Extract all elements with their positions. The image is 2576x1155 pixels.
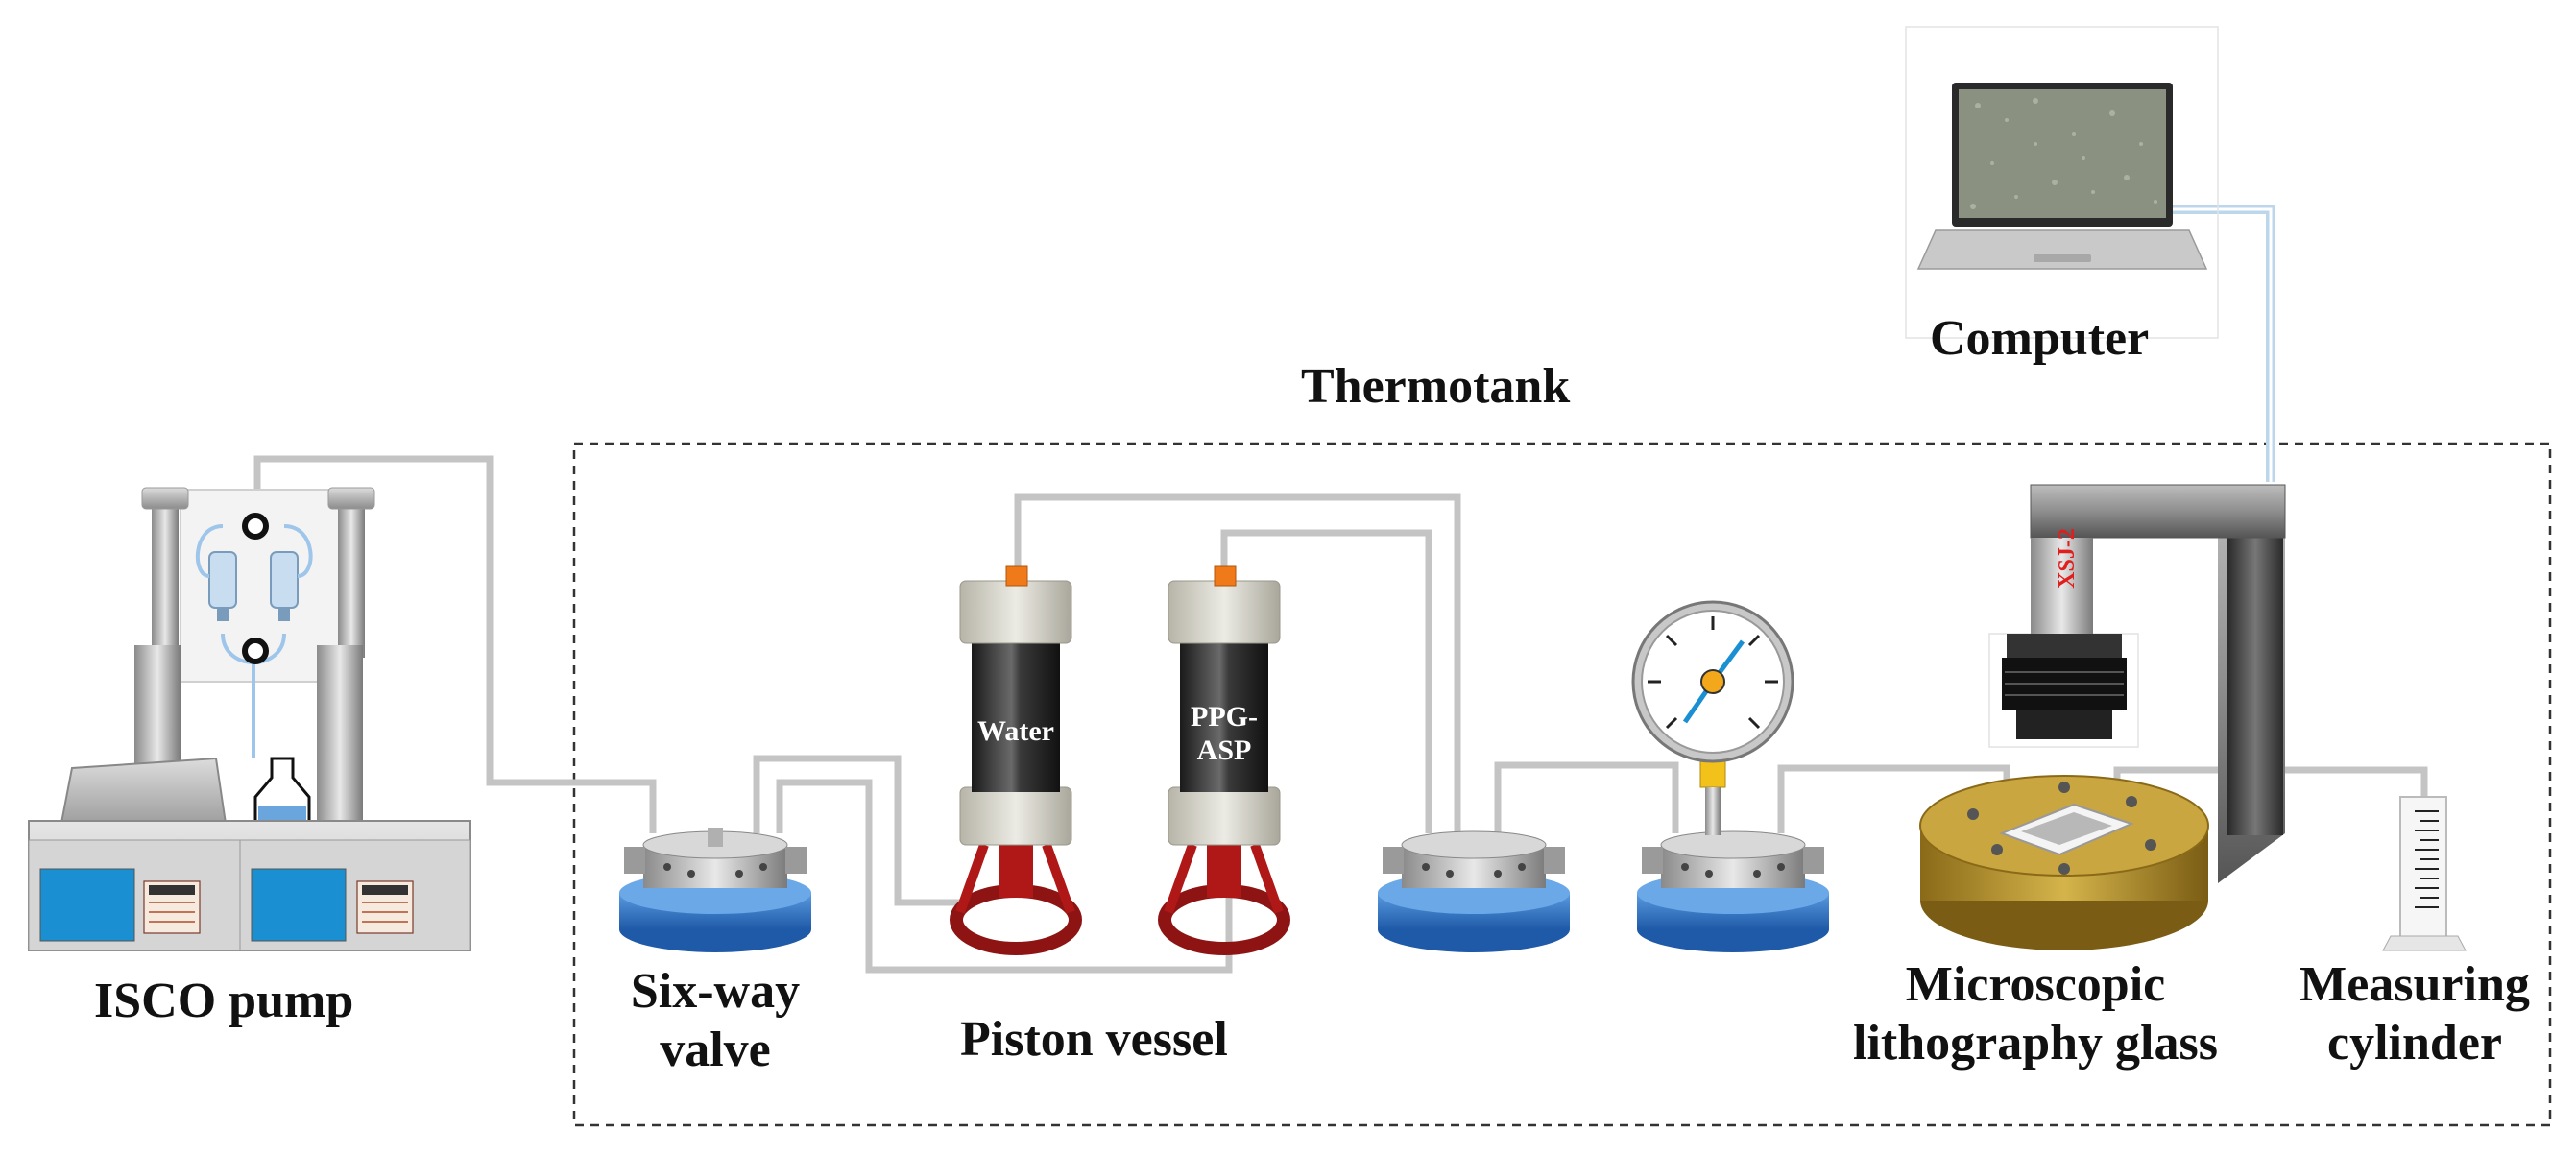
ppg-label-line2: ASP bbox=[1196, 734, 1252, 766]
microscope-model-label: XSJ-2 bbox=[2054, 528, 2080, 589]
ppg-label-line1: PPG- bbox=[1191, 701, 1258, 733]
laptop-icon bbox=[1905, 26, 2219, 339]
pump-icon bbox=[28, 487, 471, 951]
thermotank-label: Thermotank bbox=[1301, 359, 1571, 414]
pipes bbox=[253, 455, 2428, 974]
piston-vessel-label: Piston vessel bbox=[960, 1012, 1228, 1067]
cylinder-icon bbox=[950, 565, 1290, 955]
microscopic-label-line2: lithography glass bbox=[1853, 1016, 2218, 1071]
valve-icon bbox=[1637, 830, 1829, 952]
valve-icon bbox=[619, 828, 811, 952]
six-way-valve-label-line2: valve bbox=[660, 1023, 771, 1078]
ppg-asp-vessel-label: PPG- ASP bbox=[1180, 701, 1268, 767]
gauge-icon bbox=[1631, 600, 1794, 835]
microscopic-label-line1: Microscopic bbox=[1905, 957, 2166, 1012]
measuring-label-line2: cylinder bbox=[2327, 1016, 2502, 1071]
isco-pump-label: ISCO pump bbox=[94, 974, 354, 1028]
microscopic-glass-label: Microscopic lithography glass bbox=[1819, 955, 2251, 1073]
computer-label: Computer bbox=[1930, 311, 2150, 366]
thermotank-boundary bbox=[572, 442, 2552, 1127]
six-way-valve-label: Six-way valve bbox=[614, 962, 816, 1080]
water-vessel-label: Water bbox=[977, 715, 1054, 747]
measuring-label-line1: Measuring bbox=[2299, 957, 2530, 1012]
six-way-valve-label-line1: Six-way bbox=[630, 964, 801, 1019]
graduated-cylinder-icon bbox=[2382, 796, 2467, 951]
microscope-icon bbox=[1919, 484, 2286, 950]
valve-icon bbox=[1378, 830, 1570, 952]
measuring-cylinder-label: Measuring cylinder bbox=[2275, 955, 2554, 1073]
